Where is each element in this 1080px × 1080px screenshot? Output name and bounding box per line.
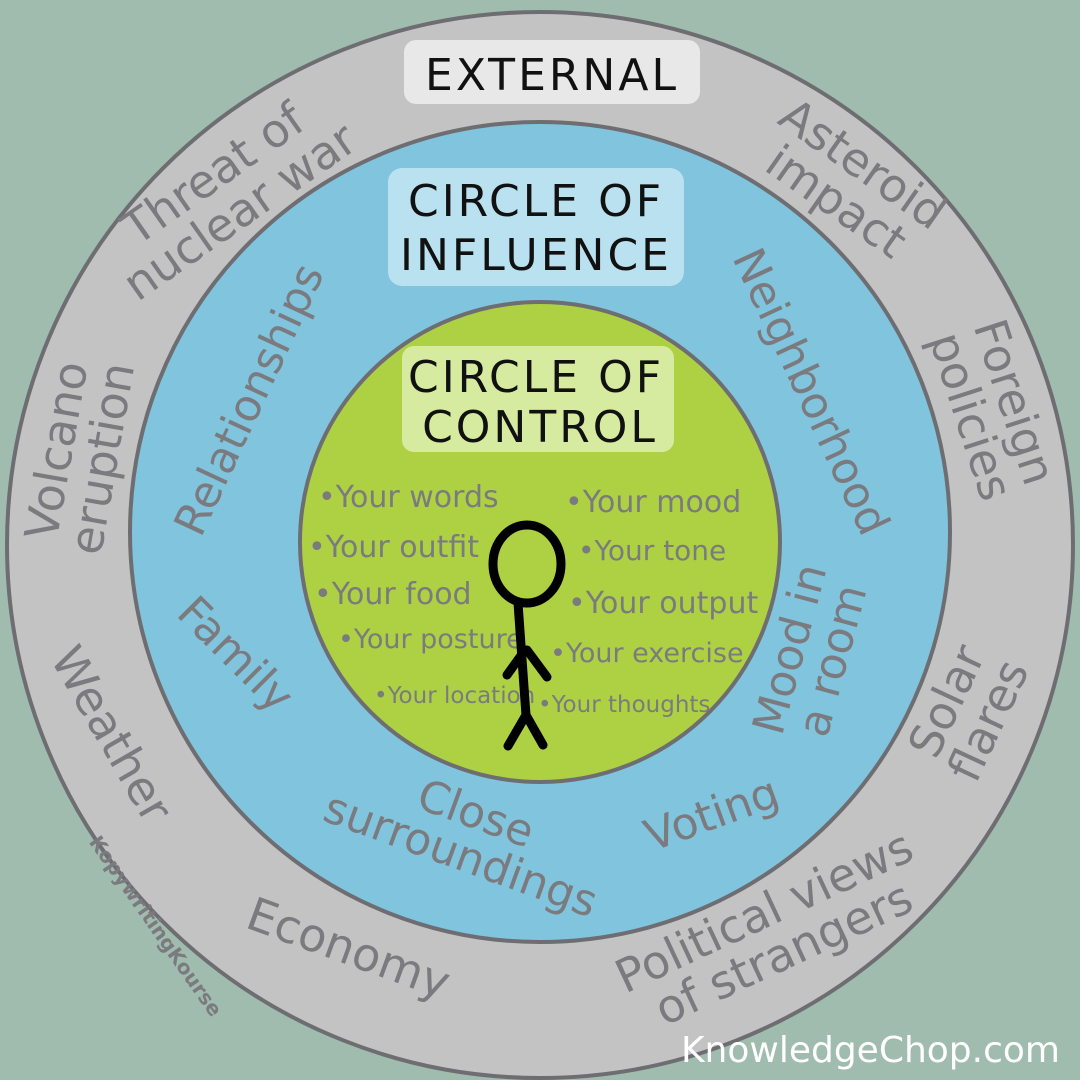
control-item: •Your tone bbox=[578, 534, 726, 567]
control-item: •Your thoughts bbox=[538, 692, 710, 718]
control-item: •Your posture bbox=[338, 624, 523, 655]
control-title-line: CIRCLE OF bbox=[408, 352, 664, 403]
control-item: •Your mood bbox=[565, 485, 741, 520]
external-title-text: EXTERNAL bbox=[425, 50, 679, 101]
site-credit: KnowledgeChop.com bbox=[681, 1030, 1060, 1071]
stick-figure-icon bbox=[488, 520, 566, 751]
control-item: •Your outfit bbox=[308, 530, 479, 565]
influence-title: CIRCLE OF INFLUENCE bbox=[388, 168, 684, 286]
control-item: •Your food bbox=[314, 577, 472, 612]
control-title: CIRCLE OF CONTROL bbox=[402, 346, 674, 453]
external-title: EXTERNAL bbox=[404, 40, 700, 104]
control-title-line: CONTROL bbox=[422, 402, 658, 453]
influence-title-line: INFLUENCE bbox=[400, 230, 672, 281]
influence-title-line: CIRCLE OF bbox=[408, 176, 664, 227]
control-item: •Your location bbox=[374, 683, 535, 709]
control-item: •Your exercise bbox=[550, 638, 744, 669]
control-item: •Your output bbox=[568, 586, 758, 621]
control-item: •Your words bbox=[318, 480, 499, 515]
